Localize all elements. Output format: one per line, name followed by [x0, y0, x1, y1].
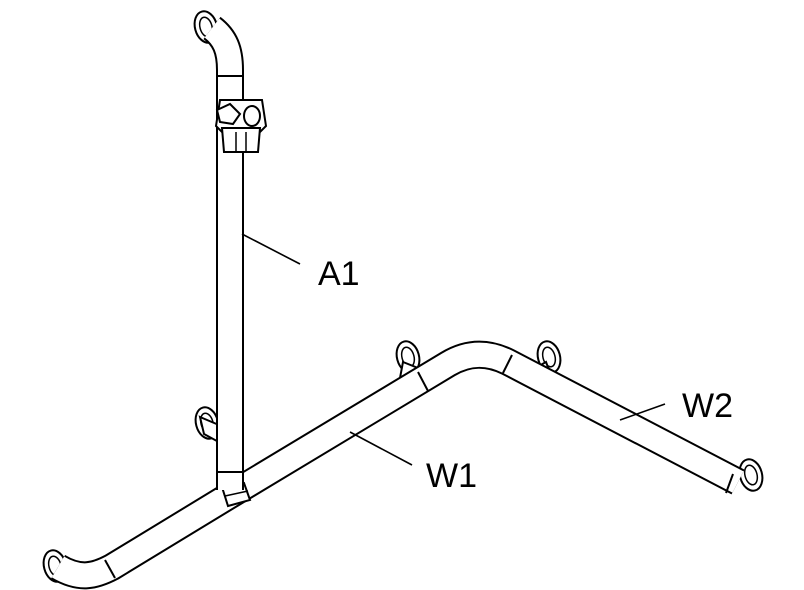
- label-w1: W1: [426, 457, 477, 495]
- wall-flange-right: [738, 458, 764, 492]
- label-a1: A1: [318, 255, 360, 293]
- leader-w2: [619, 403, 666, 421]
- leader-lines: [241, 233, 666, 466]
- horizontal-grab-bar: [50, 340, 745, 590]
- leader-w1: [349, 431, 413, 466]
- label-w2: W2: [682, 387, 733, 425]
- leader-a1: [241, 233, 301, 265]
- shower-head-holder: [214, 99, 268, 153]
- vertical-riser-bar: [202, 16, 244, 490]
